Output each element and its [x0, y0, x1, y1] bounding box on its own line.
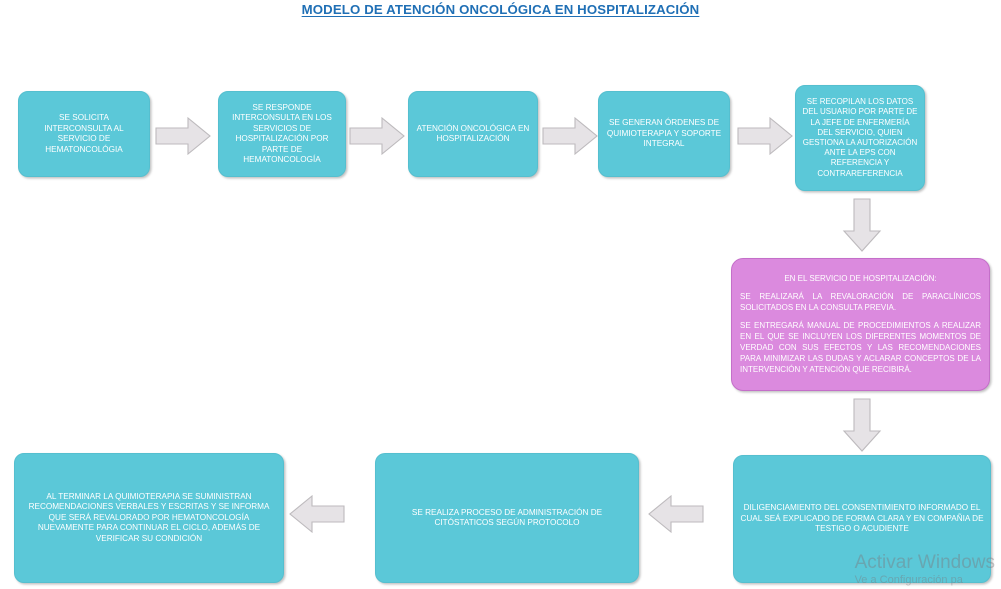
process-box-consentimiento-informado[interactable]: DILIGENCIAMIENTO DEL CONSENTIMIENTO INFO…: [733, 455, 991, 583]
process-box-label: SE SOLICITA INTERCONSULTA AL SERVICIO DE…: [44, 113, 124, 154]
highlight-box-servicio-hospitalizacion[interactable]: EN EL SERVICIO DE HOSPITALIZACIÓN: SE RE…: [731, 258, 990, 391]
process-box-label: ATENCIÓN ONCOLÓGICA EN HOSPITALIZACIÓN: [416, 123, 530, 144]
highlight-box-paragraph-1: SE REALIZARÁ LA REVALORACIÓN DE PARACLÍN…: [740, 291, 981, 312]
process-box-responde-interconsulta[interactable]: SE RESPONDE INTERCONSULTA EN LOS SERVICI…: [218, 91, 346, 177]
process-box-label: AL TERMINAR LA QUIMIOTERAPIA SE SUMINIST…: [28, 491, 270, 543]
arrow-right-icon-2: [349, 116, 405, 156]
process-box-label: DILIGENCIAMIENTO DEL CONSENTIMIENTO INFO…: [740, 503, 984, 534]
process-box-label: SE GENERAN ÓRDENES DE QUIMIOTERAPIA Y SO…: [606, 118, 722, 149]
arrow-right-icon-4: [737, 116, 793, 156]
arrow-down-icon-2: [842, 398, 882, 452]
process-box-label: SE REALIZA PROCESO DE ADMINISTRACIÓN DE …: [411, 507, 603, 528]
process-box-recomendaciones-finales[interactable]: AL TERMINAR LA QUIMIOTERAPIA SE SUMINIST…: [14, 453, 284, 583]
arrow-left-icon-2: [289, 494, 345, 534]
process-box-ordenes-quimioterapia[interactable]: SE GENERAN ÓRDENES DE QUIMIOTERAPIA Y SO…: [598, 91, 730, 177]
highlight-box-paragraph-2: SE ENTREGARÁ MANUAL DE PROCEDIMIENTOS A …: [740, 321, 981, 374]
page-title-text: MODELO DE ATENCIÓN ONCOLÓGICA EN HOSPITA…: [301, 2, 700, 17]
process-box-label: SE RECOPILAN LOS DATOS DEL USUARIO POR P…: [802, 97, 918, 178]
process-box-recopilan-datos[interactable]: SE RECOPILAN LOS DATOS DEL USUARIO POR P…: [795, 85, 925, 191]
highlight-box-heading: EN EL SERVICIO DE HOSPITALIZACIÓN:: [784, 273, 937, 283]
arrow-left-icon-1: [648, 494, 704, 534]
process-box-label: SE RESPONDE INTERCONSULTA EN LOS SERVICI…: [232, 102, 332, 165]
process-box-atencion-oncologica[interactable]: ATENCIÓN ONCOLÓGICA EN HOSPITALIZACIÓN: [408, 91, 538, 177]
page-title: MODELO DE ATENCIÓN ONCOLÓGICA EN HOSPITA…: [0, 2, 1001, 17]
process-box-solicita-interconsulta[interactable]: SE SOLICITA INTERCONSULTA AL SERVICIO DE…: [18, 91, 150, 177]
process-box-administracion-citostaticos[interactable]: SE REALIZA PROCESO DE ADMINISTRACIÓN DE …: [375, 453, 639, 583]
arrow-right-icon-1: [155, 116, 211, 156]
arrow-down-icon-1: [842, 198, 882, 252]
arrow-right-icon-3: [542, 116, 598, 156]
